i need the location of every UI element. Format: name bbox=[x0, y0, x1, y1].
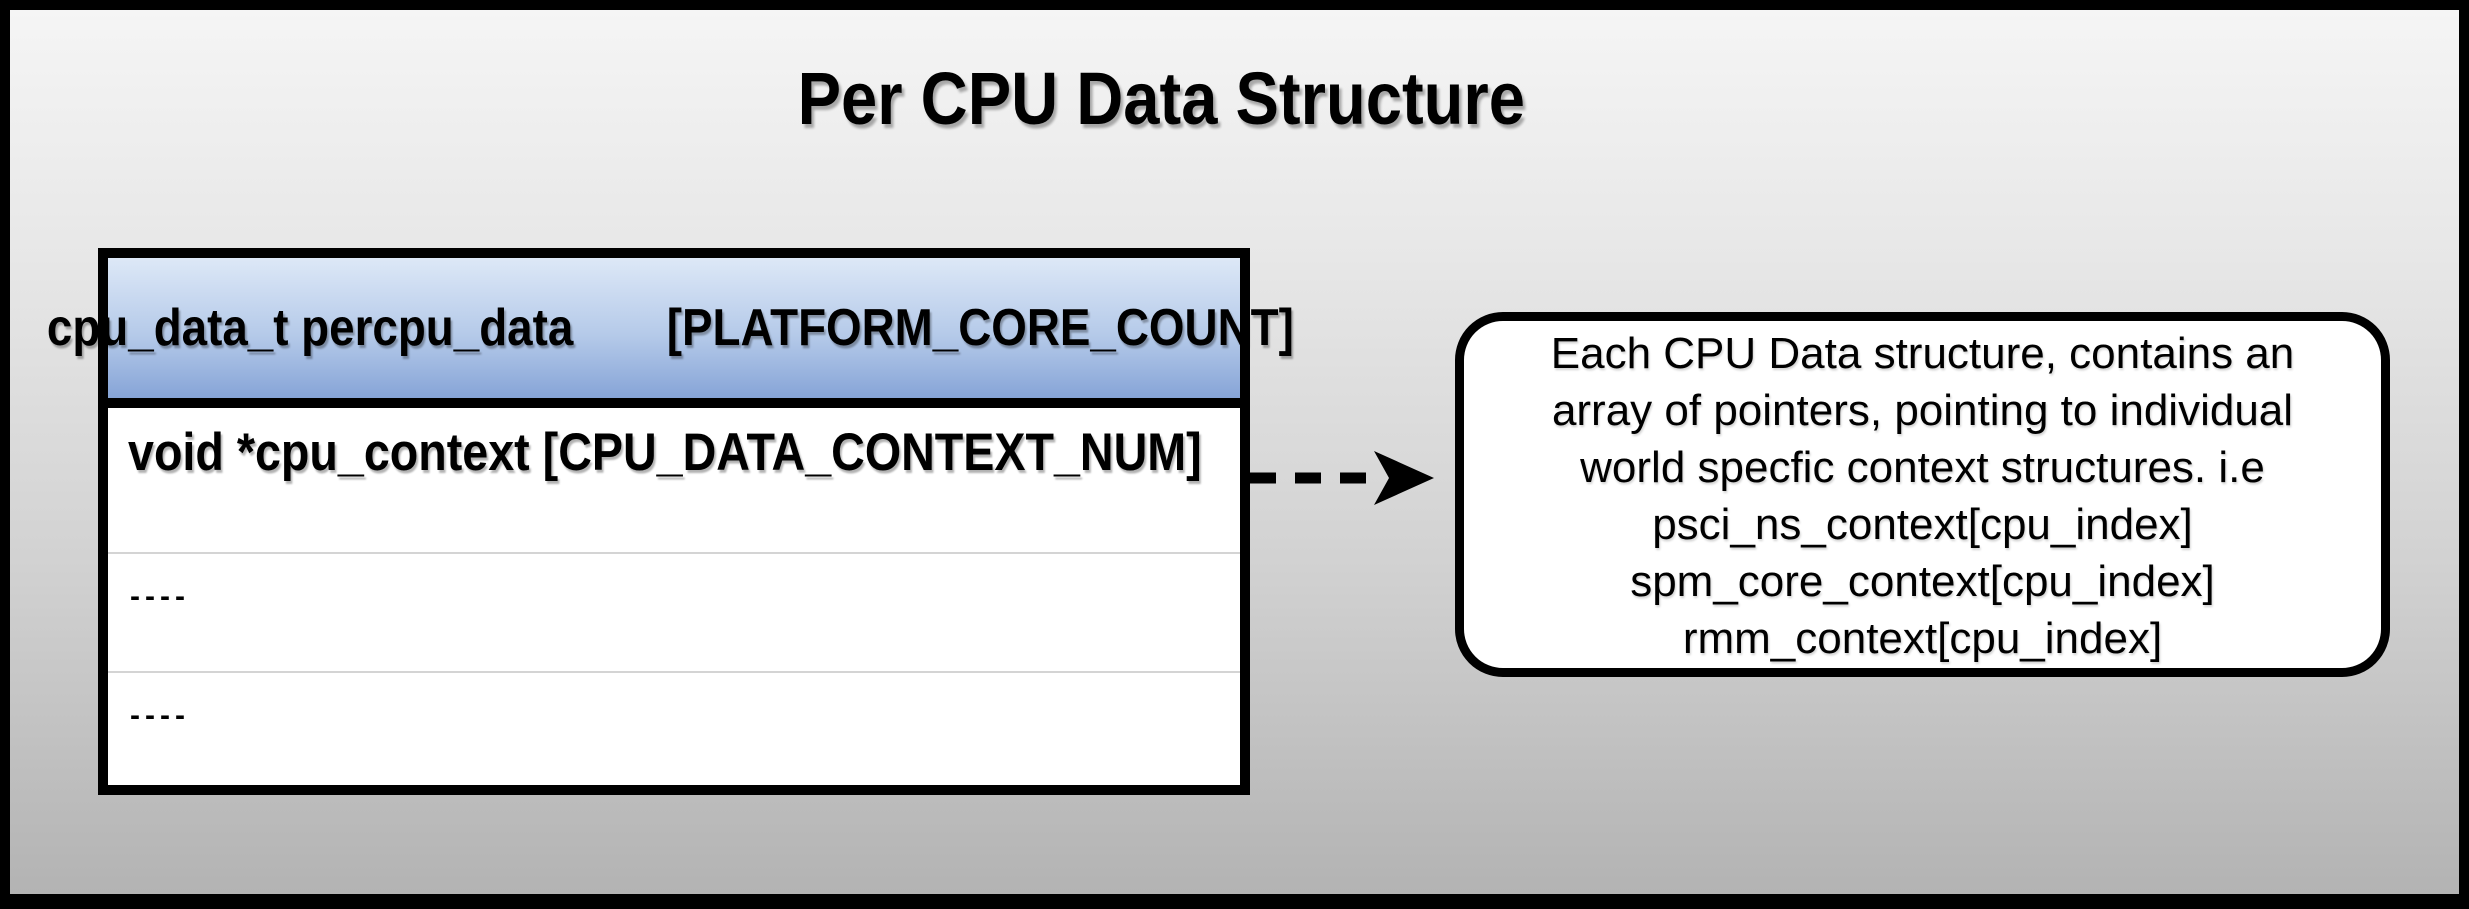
callout-line: rmm_context[cpu_index] bbox=[1682, 614, 2163, 663]
table-row-placeholder-label: ---- bbox=[130, 580, 190, 613]
callout-note: Each CPU Data structure, contains an arr… bbox=[1455, 312, 2390, 677]
table-header-line2: [PLATFORM_CORE_COUNT] bbox=[666, 299, 1294, 357]
page-title-text: Per CPU Data Structure bbox=[797, 57, 1525, 140]
cpu-data-table: cpu_data_t percpu_data [PLATFORM_CORE_CO… bbox=[47, 248, 1294, 795]
table-row-placeholder: ---- bbox=[108, 673, 1240, 785]
callout-line: spm_core_context[cpu_index] bbox=[1630, 557, 2215, 606]
callout-line: Each CPU Data structure, contains an bbox=[1550, 329, 2295, 378]
callout-line: array of pointers, pointing to individua… bbox=[1551, 386, 2294, 435]
table-row-placeholder: ---- bbox=[108, 554, 1240, 673]
table-header: cpu_data_t percpu_data [PLATFORM_CORE_CO… bbox=[47, 258, 1294, 408]
table-row-cpu-context: void *cpu_context [CPU_DATA_CONTEXT_NUM] bbox=[108, 408, 1240, 554]
table-row-placeholder-label: ---- bbox=[130, 699, 190, 732]
table-row-cpu-context-label: void *cpu_context [CPU_DATA_CONTEXT_NUM] bbox=[128, 423, 1202, 482]
dashed-right-arrow-icon bbox=[1250, 451, 1434, 505]
callout-line: world specfic context structures. i.e bbox=[1580, 443, 2265, 492]
page-title: Per CPU Data Structure bbox=[10, 56, 2312, 141]
callout-line: psci_ns_context[cpu_index] bbox=[1652, 500, 2193, 549]
table-header-line1: cpu_data_t percpu_data bbox=[47, 299, 574, 357]
